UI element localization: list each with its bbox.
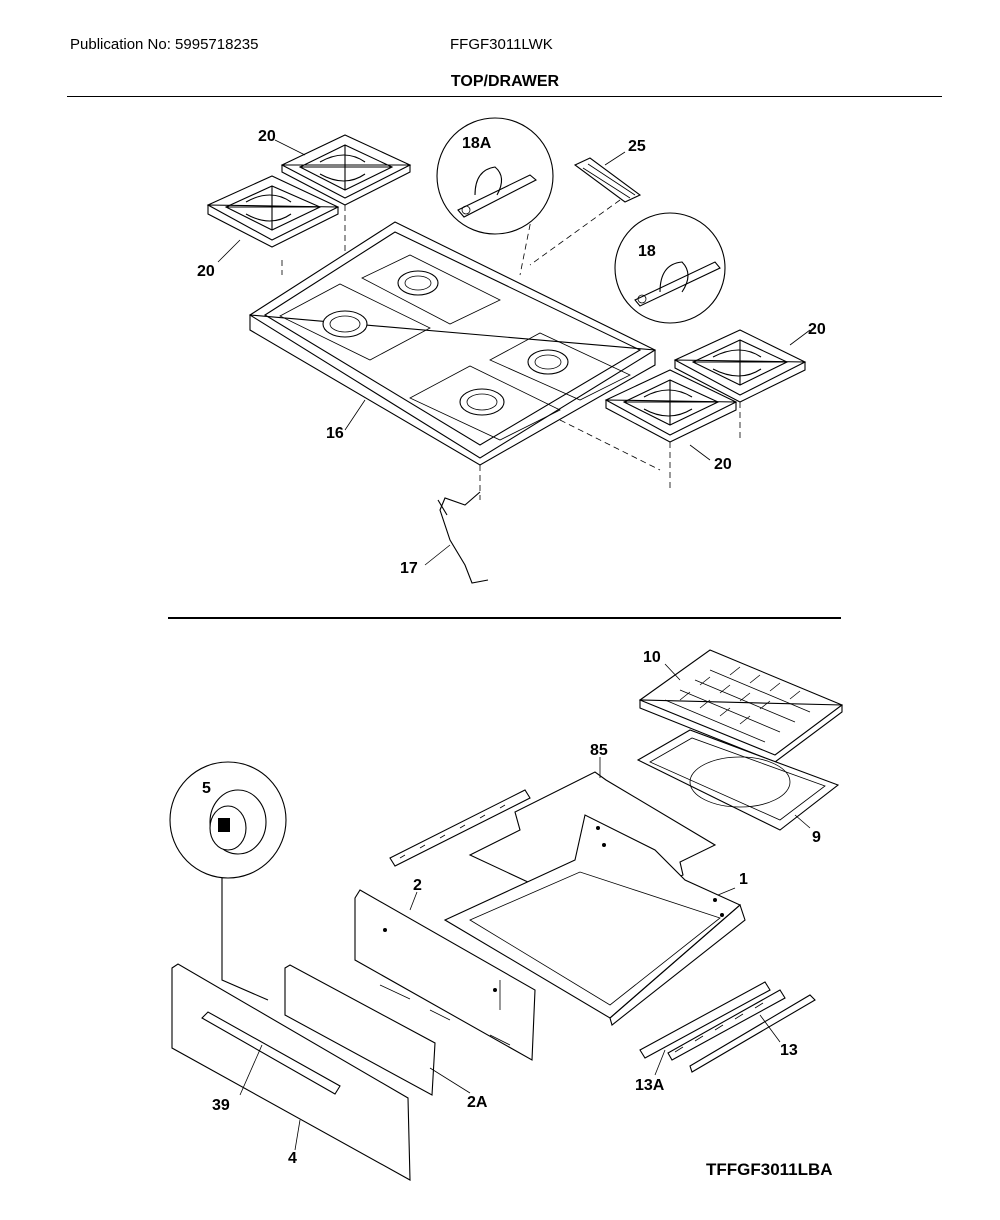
callout-20-b: 20 — [197, 263, 215, 280]
model-number: FFGF3011LWK — [450, 36, 553, 53]
diagram-code: TFFGF3011LBA — [706, 1160, 833, 1179]
leaders-top — [217, 139, 811, 566]
drawer-panel-2 — [354, 889, 536, 1061]
header-divider — [67, 96, 942, 97]
grate-upper-right — [673, 329, 807, 403]
callout-2a: 2A — [467, 1094, 488, 1111]
callout-18a: 18A — [462, 135, 492, 152]
detail-circle-18a — [436, 117, 554, 235]
panel-2a — [284, 964, 436, 1096]
grate-lower-left — [206, 175, 340, 248]
bracket-25 — [573, 157, 642, 203]
callout-20-d: 20 — [714, 456, 732, 473]
drawer-body-1 — [443, 814, 746, 1026]
callout-13a: 13A — [635, 1077, 665, 1094]
drawer-slides — [639, 981, 816, 1073]
callout-16: 16 — [326, 425, 344, 442]
callout-13: 13 — [780, 1042, 798, 1059]
rail-left — [389, 789, 531, 867]
callout-85: 85 — [590, 742, 608, 759]
leaders-bottom — [239, 663, 811, 1151]
callout-2: 2 — [413, 877, 422, 894]
callout-39: 39 — [212, 1097, 230, 1114]
broiler-grid-10 — [638, 649, 844, 763]
detail-circle-18 — [614, 212, 726, 324]
callout-1: 1 — [739, 871, 748, 888]
callout-20-a: 20 — [258, 128, 276, 145]
publication-number: Publication No: 5995718235 — [70, 36, 259, 53]
callout-25: 25 — [628, 138, 646, 155]
drawer-front-4 — [171, 963, 411, 1181]
callout-4: 4 — [288, 1150, 297, 1167]
callout-20-c: 20 — [808, 321, 826, 338]
rod-17 — [437, 491, 489, 584]
grate-upper-left — [280, 134, 412, 206]
callout-10: 10 — [643, 649, 661, 666]
page-title: TOP/DRAWER — [450, 73, 560, 90]
broiler-pan-9 — [636, 729, 840, 831]
callout-18: 18 — [638, 243, 656, 260]
callout-17: 17 — [400, 560, 418, 577]
section-divider — [168, 617, 841, 619]
callout-5: 5 — [202, 780, 211, 797]
detail-circle-5 — [169, 761, 287, 1001]
cooktop-main-top — [248, 221, 657, 466]
callout-9: 9 — [812, 829, 821, 846]
grate-lower-right — [604, 369, 738, 443]
